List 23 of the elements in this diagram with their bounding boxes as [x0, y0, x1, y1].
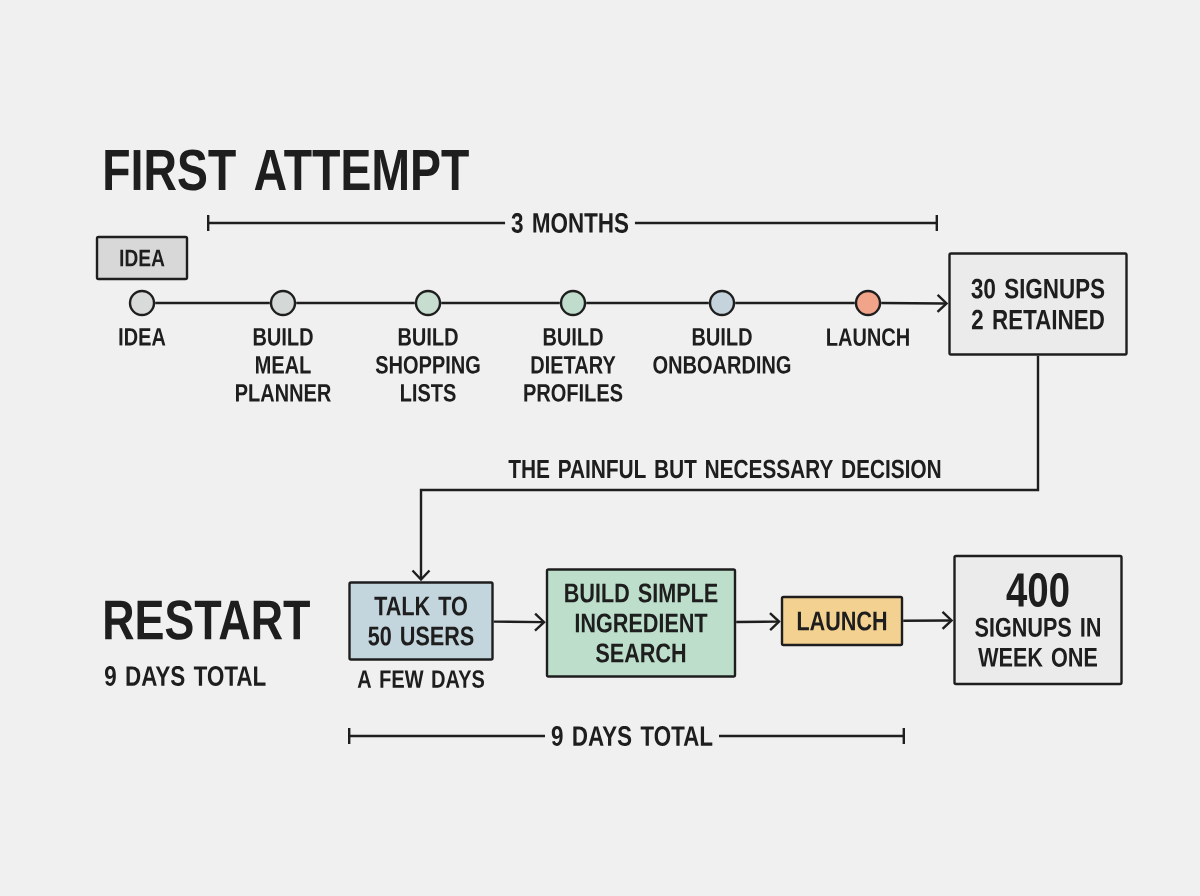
subheading: 9 DAYS TOTAL: [105, 666, 266, 686]
step-label: BUILD ONBOARDING: [653, 328, 791, 374]
step-label: BUILD MEAL PLANNER: [236, 328, 331, 402]
section-heading: FIRST ATTEMPT: [105, 149, 469, 191]
step-label: LAUNCH: [827, 328, 909, 346]
edge-label: THE PAINFUL BUT NECESSARY DECISION: [505, 456, 945, 482]
arrow: [881, 294, 949, 313]
arrow: [903, 611, 954, 630]
dimension-label: 3 MONTHS: [505, 207, 635, 239]
duration-label: A FEW DAYS: [357, 670, 485, 688]
step-label: IDEA: [119, 328, 166, 346]
result-box: 400 SIGNUPS IN WEEK ONE: [953, 554, 1123, 686]
arrow: [411, 355, 1040, 582]
step-label: BUILD SHOPPING LISTS: [375, 328, 480, 402]
step-label: BUILD DIETARY PROFILES: [524, 328, 623, 402]
result-box: 30 SIGNUPS 2 RETAINED: [948, 252, 1128, 356]
step-box: TALK TO 50 USERS: [348, 581, 494, 661]
step-box: LAUNCH: [780, 595, 904, 647]
arrow: [493, 612, 546, 632]
tag-box: IDEA: [95, 235, 189, 281]
arrow: [736, 612, 781, 632]
dimension-label: 9 DAYS TOTAL: [545, 720, 719, 752]
step-box: BUILD SIMPLE INGREDIENT SEARCH: [545, 568, 737, 678]
